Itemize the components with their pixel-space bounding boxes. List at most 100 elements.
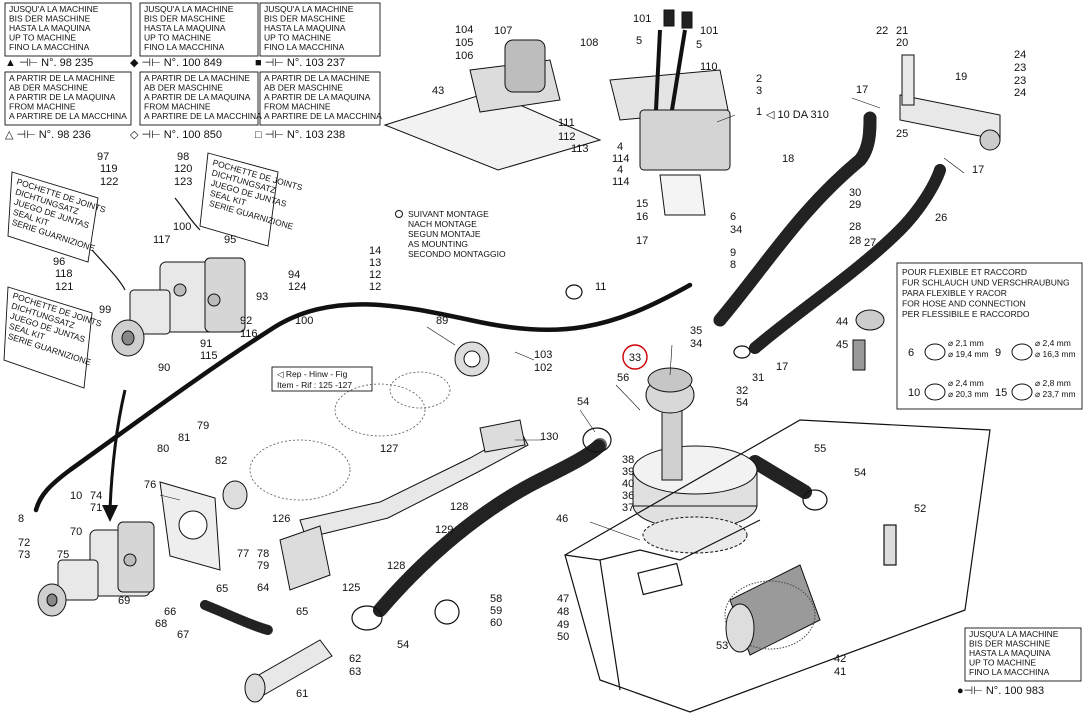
serial-bottom-right: ●⊣⊢ N°. 100 983 <box>957 685 1044 697</box>
partir-line: A PARTIR DE LA MACHINE <box>144 73 250 83</box>
flex-box-line: FUR SCHLAUCH UND VERSCHRAUBUNG <box>902 278 1070 288</box>
rep-line-1: ◁ Rep - Hinw - Fig <box>277 369 348 379</box>
callout-number: 32 <box>736 385 748 397</box>
callout-number: 12 <box>369 269 381 281</box>
o-ring-icon <box>924 383 946 401</box>
callout-number: 123 <box>174 176 192 188</box>
callout-number: 77 <box>237 548 249 560</box>
br-jusqua-line: JUSQU'A LA MACHINE <box>969 629 1059 639</box>
callout-number: 8 <box>730 259 736 271</box>
partir-line: AB DER MASCHINE <box>144 83 223 93</box>
callout-number: 54 <box>736 397 748 409</box>
callout-number: 28 <box>849 221 861 233</box>
callout-number: 37 <box>622 502 634 514</box>
seal-kit-cards <box>3 152 279 389</box>
callout-number: 3 <box>756 85 762 97</box>
callout-number: 100 <box>295 315 313 327</box>
partir-line: A PARTIR DE LA MACHINE <box>9 73 115 83</box>
hose-54-low-texture <box>373 438 607 617</box>
callout-number: 46 <box>556 513 568 525</box>
jusqua-line: HASTA LA MAQUINA <box>264 23 346 33</box>
partir-line: A PARTIR DE LA MACHINE <box>264 73 370 83</box>
callout-number: 101 <box>700 25 718 37</box>
callout-number: 59 <box>490 605 502 617</box>
jusqua-line: FINO LA MACCHINA <box>264 42 345 52</box>
callout-number: 9 <box>730 247 736 259</box>
callout-number: 1 <box>756 106 762 118</box>
callout-number: 4 <box>617 141 623 153</box>
callout-number: 72 <box>18 537 30 549</box>
control-valve <box>609 9 731 216</box>
callout-number: 54 <box>854 467 866 479</box>
callout-number: 101 <box>633 13 651 25</box>
callout-number: 27 <box>864 237 876 249</box>
callout-number: 89 <box>436 315 448 327</box>
jusqua-line: JUSQU'A LA MACHINE <box>264 4 354 14</box>
callout-number: 5 <box>636 35 642 47</box>
callout-number: 15 <box>636 198 648 210</box>
callout-number: 68 <box>155 618 167 630</box>
partir-line: A PARTIRE DE LA MACCHINA <box>9 111 127 121</box>
callout-number: 55 <box>814 443 826 455</box>
callout-number: 28 <box>849 235 861 247</box>
callout-number: 94 <box>288 269 300 281</box>
o-ring-icon <box>1011 383 1033 401</box>
callout-number: 17 <box>776 361 788 373</box>
callout-number: 4 <box>617 164 623 176</box>
arrow-curve-3 <box>91 249 126 291</box>
callout-number: 54 <box>577 396 589 408</box>
callout-number: 39 <box>622 466 634 478</box>
callout-number: 5 <box>696 39 702 51</box>
callout-number: 38 <box>622 454 634 466</box>
rep-box: ◁ Rep - Hinw - Fig Item - Rif : 125 -127 <box>271 366 373 392</box>
flex-item-number: 10 <box>908 387 920 399</box>
callout-number: 111 <box>558 117 575 129</box>
callout-number: 65 <box>216 583 228 595</box>
serial-top-0: ▲ ⊣⊢ N°. 98 235 <box>5 57 93 69</box>
partir-line: A PARTIR DE LA MAQUINA <box>264 92 371 102</box>
callout-number: 119 <box>100 163 118 175</box>
callout-number: 97 <box>97 151 109 163</box>
callout-number: 30 <box>849 187 861 199</box>
flex-box-line: PARA FLEXIBLE Y RACOR <box>902 288 1007 298</box>
jusqua-line: FINO LA MACCHINA <box>9 42 90 52</box>
flex-item-diam1: ⌀ 2,4 mm <box>1035 338 1071 348</box>
br-jusqua-line: UP TO MACHINE <box>969 658 1036 668</box>
callout-number: 67 <box>177 629 189 641</box>
callout-number: 81 <box>178 432 190 444</box>
callout-number: 98 <box>177 151 189 163</box>
serial-bottom-0: △ ⊣⊢ N°. 98 236 <box>5 129 91 141</box>
callout-number: 14 <box>369 245 381 257</box>
callout-number: 16 <box>636 211 648 223</box>
callout-number: 29 <box>849 199 861 211</box>
callout-number: 24 <box>1014 87 1026 99</box>
drive-shaft <box>279 341 529 591</box>
callout-number: 2 <box>756 73 762 85</box>
note-line-5: SECONDO MONTAGGIO <box>408 249 506 259</box>
hose-55-texture <box>748 455 812 499</box>
callout-number: 117 <box>153 234 171 246</box>
callout-number: 105 <box>455 37 473 49</box>
arrow-head <box>102 505 118 522</box>
serial-top-1: ◆ ⊣⊢ N°. 100 849 <box>130 57 222 69</box>
flex-item-diam2: ⌀ 19,4 mm <box>948 349 989 359</box>
serial-bottom-1: ◇ ⊣⊢ N°. 100 850 <box>130 129 222 141</box>
leader-lines <box>159 97 965 541</box>
serial-top-2: ■ ⊣⊢ N°. 103 237 <box>255 57 345 69</box>
callout-number: 110 <box>700 61 718 73</box>
flex-item-diam1: ⌀ 2,4 mm <box>948 378 984 388</box>
callout-number: 116 <box>240 328 258 340</box>
callout-number: 24 <box>1014 49 1026 61</box>
jusqua-line: UP TO MACHINE <box>264 33 331 43</box>
partir-line: FROM MACHINE <box>144 102 211 112</box>
jusqua-line: HASTA LA MAQUINA <box>144 23 226 33</box>
arrow-curve-2 <box>174 197 201 231</box>
jusqua-line: UP TO MACHINE <box>9 33 76 43</box>
gear-pump-lower <box>37 521 155 617</box>
callout-number: 93 <box>256 291 268 303</box>
callout-number: 8 <box>18 513 24 525</box>
